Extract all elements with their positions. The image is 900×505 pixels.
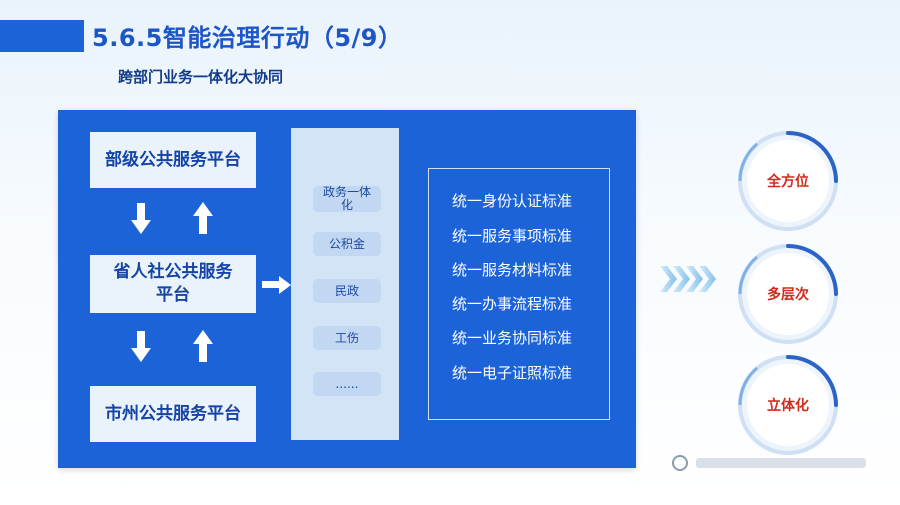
circle-label: 多层次 bbox=[767, 287, 809, 303]
circle-multilevel: 多层次 bbox=[747, 253, 829, 335]
middle-item-fund: 公积金 bbox=[313, 232, 381, 256]
page-title: 5.6.5智能治理行动（5/9） bbox=[92, 24, 403, 52]
province-platform-box: 省人社公共服务 平台 bbox=[90, 255, 256, 313]
standard-item: 统一业务协同标准 bbox=[452, 329, 573, 347]
circle-label: 立体化 bbox=[767, 398, 809, 414]
circle-label: 全方位 bbox=[767, 174, 809, 190]
page-subtitle: 跨部门业务一体化大协同 bbox=[118, 68, 284, 86]
circle-3d: 立体化 bbox=[747, 364, 829, 446]
city-platform-label: 市州公共服务平台 bbox=[105, 403, 241, 424]
standards-box bbox=[428, 168, 610, 420]
middle-item-injury: 工伤 bbox=[313, 326, 381, 350]
middle-item-more: ...... bbox=[313, 372, 381, 396]
province-platform-label: 省人社公共服务 平台 bbox=[113, 262, 233, 305]
middle-item-gov: 政务一体 化 bbox=[313, 186, 381, 212]
standard-item: 统一服务材料标准 bbox=[452, 261, 573, 279]
ring-arc-icon bbox=[738, 131, 838, 183]
middle-item-civil: 民政 bbox=[313, 279, 381, 303]
circle-comprehensive: 全方位 bbox=[747, 140, 829, 222]
title-accent-bar bbox=[0, 20, 84, 52]
watermark-logo bbox=[672, 455, 866, 471]
standard-item: 统一办事流程标准 bbox=[452, 295, 573, 313]
standard-item: 统一电子证照标准 bbox=[452, 364, 573, 382]
chevrons-right-icon bbox=[660, 266, 716, 292]
standard-item: 统一身份认证标准 bbox=[452, 192, 573, 210]
city-platform-box: 市州公共服务平台 bbox=[90, 386, 256, 442]
ring-arc-icon bbox=[738, 355, 838, 407]
standard-item: 统一服务事项标准 bbox=[452, 227, 573, 245]
ministry-platform-box: 部级公共服务平台 bbox=[90, 132, 256, 188]
ministry-platform-label: 部级公共服务平台 bbox=[105, 149, 241, 170]
ring-arc-icon bbox=[738, 244, 838, 296]
